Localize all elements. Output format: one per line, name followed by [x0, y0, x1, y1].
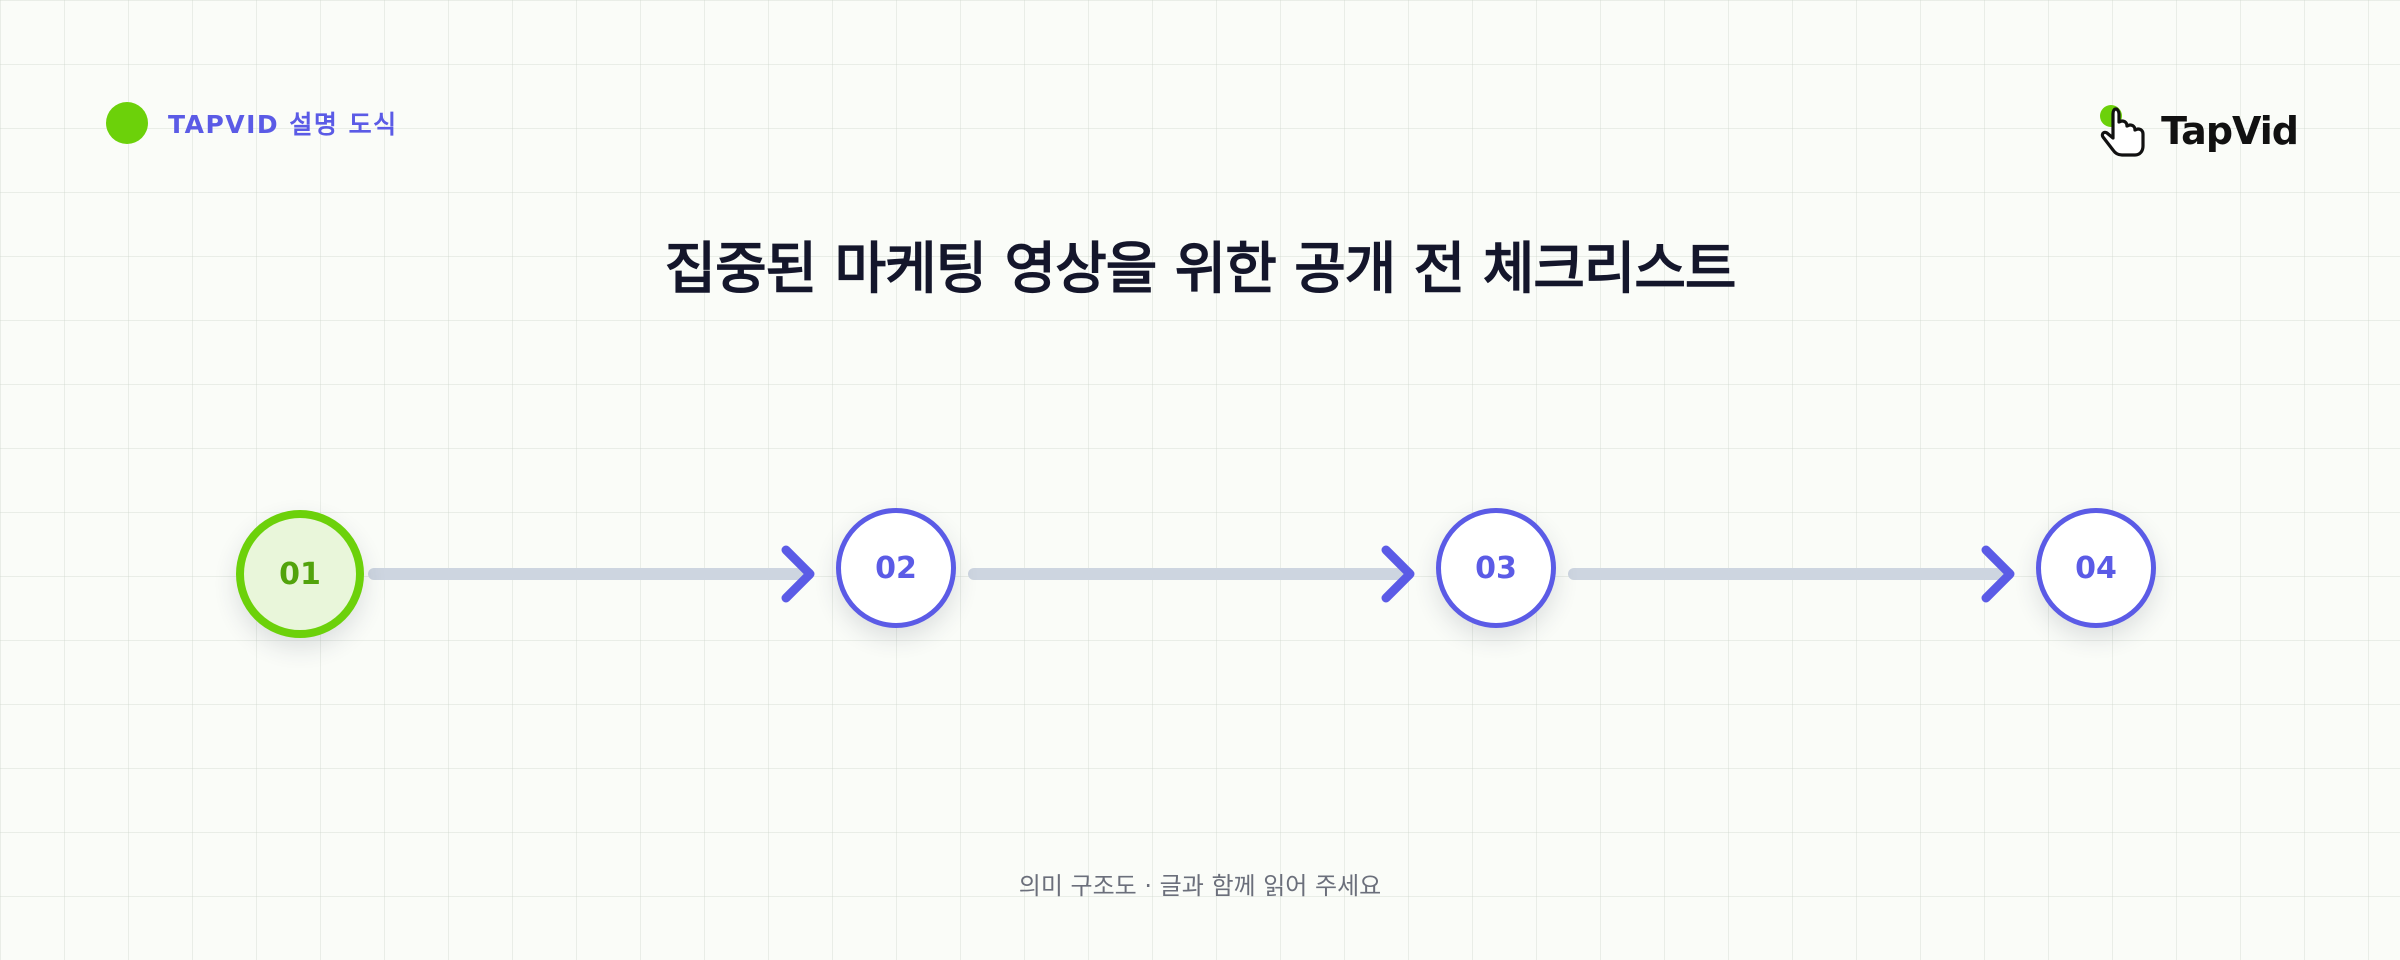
step-01: 01: [236, 510, 364, 638]
connector-1-2: [368, 545, 815, 603]
arrow-right-icon: [1981, 545, 2015, 603]
pointing-hand-icon: [2100, 105, 2145, 157]
connector-3-4: [1568, 545, 2015, 603]
arrow-right-icon: [1381, 545, 1415, 603]
step-03: 03: [1436, 508, 1556, 628]
brand-tag: TAPVID 설명 도식: [106, 102, 398, 144]
tapvid-logo: TapVid: [2095, 100, 2299, 162]
arrow-right-icon: [781, 545, 815, 603]
step-02: 02: [836, 508, 956, 628]
step-04: 04: [2036, 508, 2156, 628]
page-title: 집중된 마케팅 영상을 위한 공개 전 체크리스트: [664, 237, 1737, 302]
footer-note: 의미 구조도 · 글과 함께 읽어 주세요: [1018, 872, 1382, 900]
brand-dot-icon: [106, 102, 148, 144]
logo-wordmark: TapVid: [2161, 109, 2299, 153]
connector-2-3: [968, 545, 1415, 603]
brand-tag-label: TAPVID 설명 도식: [168, 110, 398, 139]
